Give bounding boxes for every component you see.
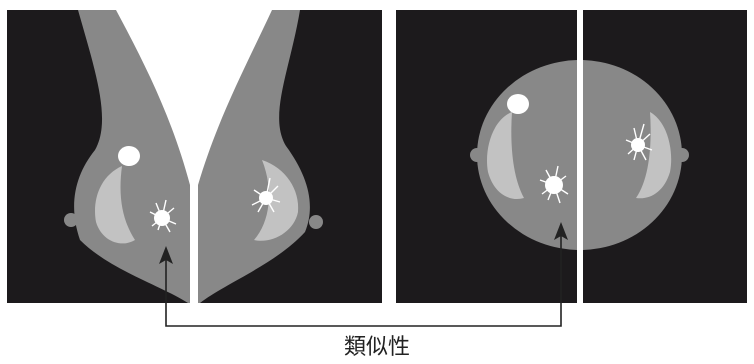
- calcification-spot: [118, 146, 140, 166]
- nipple: [64, 213, 78, 227]
- nipple: [309, 215, 323, 229]
- nipple: [470, 148, 484, 162]
- calcification-spot: [507, 94, 529, 114]
- nipple: [675, 148, 689, 162]
- similarity-caption: 類似性: [0, 334, 754, 362]
- panel-mlo-left: [198, 10, 382, 303]
